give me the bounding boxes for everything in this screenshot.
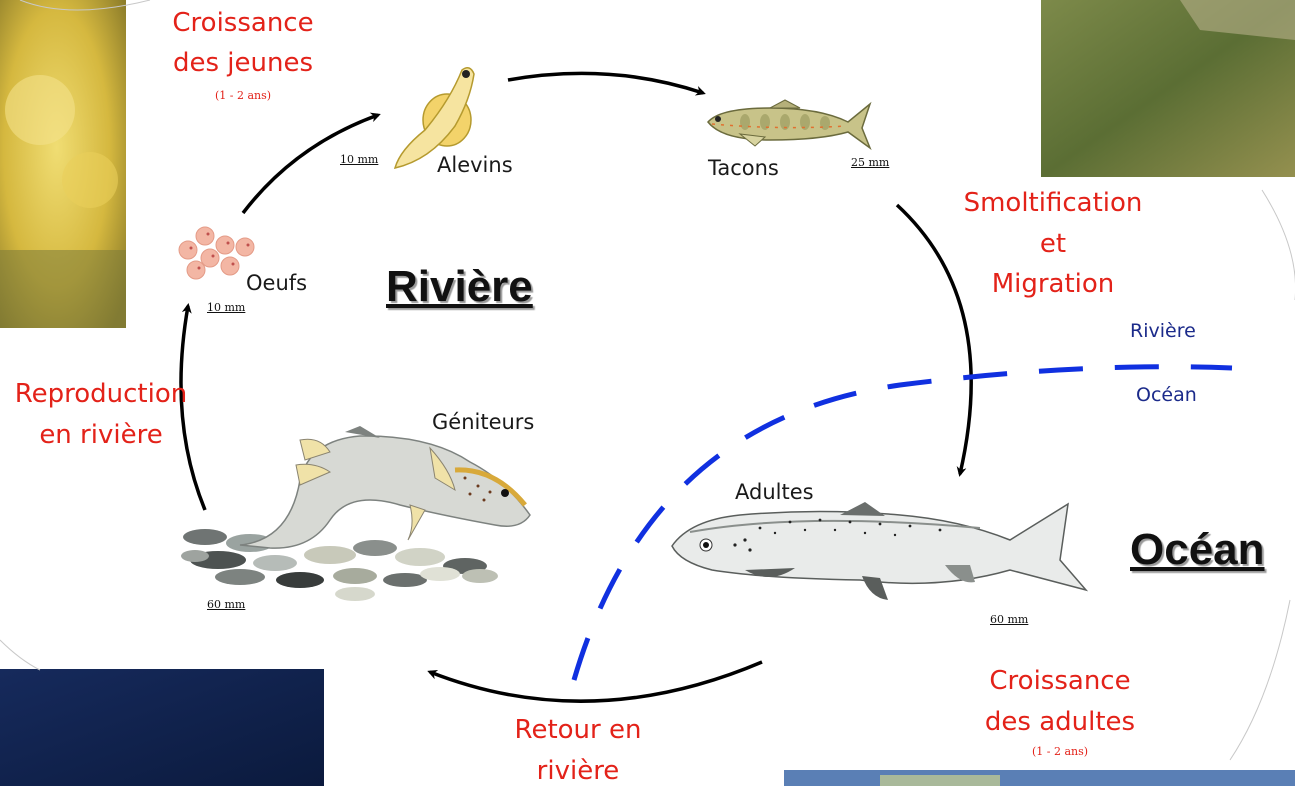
transition-croissance-jeunes-line1: Croissance <box>172 8 314 38</box>
arrow-tacons-to-adults <box>895 203 973 477</box>
tacon-fish-icon <box>707 99 872 151</box>
boundary-label-ocean: Océan <box>1136 384 1197 406</box>
boundary-label-river: Rivière <box>1130 320 1196 342</box>
transition-croissance-adultes-line1: Croissance <box>989 666 1131 696</box>
arrow-alevins-to-tacons <box>507 71 706 96</box>
transition-smoltification-line1: Smoltification <box>963 188 1143 218</box>
photo-riverbed-bg <box>1041 0 1295 177</box>
adult-salmon-icon <box>671 502 1089 600</box>
arrow-adults-to-spawners <box>427 660 763 703</box>
transition-reproduction-line1: Reproduction <box>14 379 188 409</box>
scale-oeufs: 10 mm <box>207 301 246 314</box>
stage-label-geniteurs: Géniteurs <box>432 410 535 434</box>
transition-croissance-jeunes-duration: (1 - 2 ans) <box>214 89 272 102</box>
transition-smoltification-line3: Migration <box>991 269 1115 299</box>
stage-label-tacons: Tacons <box>708 156 779 180</box>
transition-croissance-adultes-duration: (1 - 2 ans) <box>1031 745 1089 758</box>
photo-deep-ocean-bg <box>0 669 324 786</box>
transition-retour-line1: Retour en <box>514 715 642 745</box>
arrow-spawners-to-eggs <box>179 303 207 511</box>
transition-smoltification-line2: et <box>1039 229 1067 259</box>
transition-croissance-jeunes-line2: des jeunes <box>172 48 314 78</box>
globe-outline <box>0 0 1295 761</box>
zone-title-ocean: Océan <box>1130 525 1265 574</box>
transition-retour-line2: rivière <box>536 756 620 786</box>
scale-alevins: 10 mm <box>340 153 379 166</box>
arrow-eggs-to-alevins <box>241 112 381 215</box>
river-ocean-boundary <box>571 364 1233 681</box>
alevin-icon <box>393 67 475 170</box>
stage-label-alevins: Alevins <box>437 153 513 177</box>
fish-egg-icon <box>178 226 255 280</box>
pebbles-icon <box>181 529 498 601</box>
stage-label-adultes: Adultes <box>735 480 814 504</box>
photo-eggs-bg <box>0 0 126 328</box>
photo-sea-map-bg <box>784 770 1295 786</box>
spawning-fish-icon <box>239 426 531 549</box>
transition-croissance-adultes-line2: des adultes <box>984 707 1136 737</box>
scale-geniteurs: 60 mm <box>207 598 246 611</box>
scale-adultes: 60 mm <box>990 613 1029 626</box>
stage-label-oeufs: Oeufs <box>246 271 308 295</box>
transition-reproduction-line2: en rivière <box>39 420 163 450</box>
zone-title-river: Rivière <box>386 262 533 311</box>
scale-tacons: 25 mm <box>851 156 890 169</box>
